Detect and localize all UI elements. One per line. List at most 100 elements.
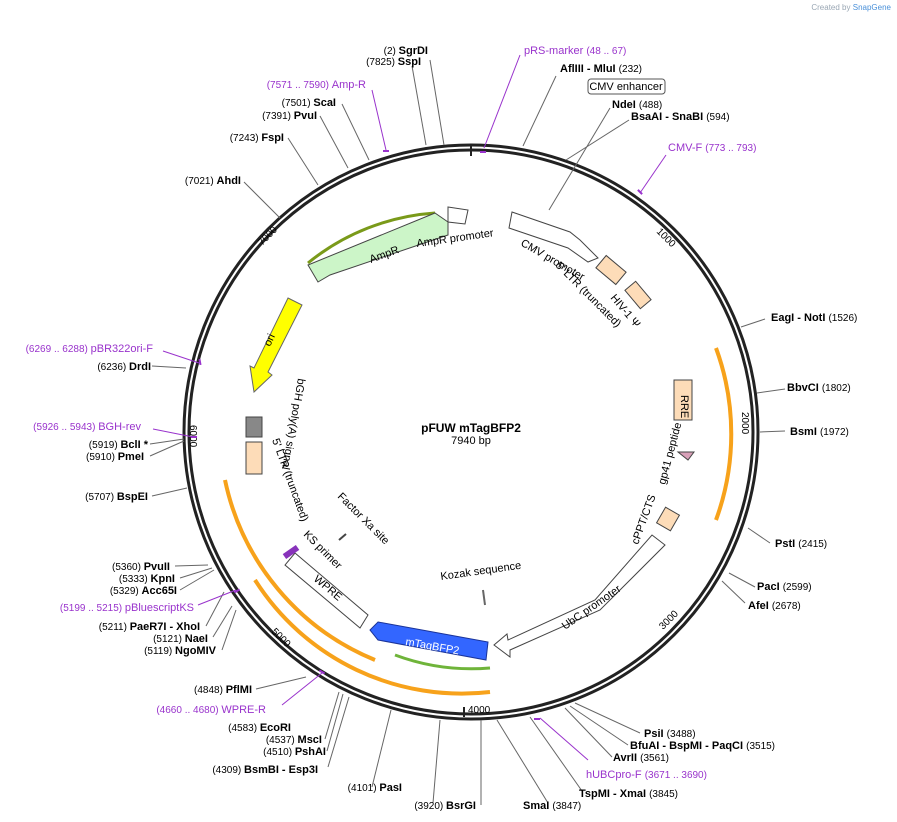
site-name: MscI (298, 734, 322, 746)
site-name: DrdI (129, 361, 151, 373)
primer-name: pBR322ori-F (91, 343, 154, 355)
site-name: BsmBI - Esp3I (244, 764, 318, 776)
primer-position: (5199 .. 5215) (60, 603, 125, 614)
site-label-bsmbi-esp3i: (4309) BsmBI - Esp3I (212, 764, 318, 776)
site-position: (7391) (262, 111, 294, 122)
primer-labels: pRS-marker (48 .. 67) CMV-F (773 .. 793) h… (26, 45, 757, 781)
rre-box (673, 379, 693, 421)
site-label-ndei: NdeI (488) (612, 99, 662, 111)
site-position: (1526) (828, 313, 857, 324)
site-name: ScaI (313, 97, 336, 109)
primer-position: (3671 .. 3690) (645, 770, 707, 781)
site-label-ngomiv: (5119) NgoMIV (144, 645, 217, 657)
site-name: PasI (379, 782, 402, 794)
site-name: FspI (261, 132, 284, 144)
site-name: BclI * (120, 439, 148, 451)
primer-position: (48 .. 67) (586, 46, 626, 57)
ori-arrow (249, 297, 303, 394)
site-position: (4848) (194, 685, 226, 696)
site-name: EcoRI (260, 722, 291, 734)
site-name: BfuAI - BspMI - PaqCI (630, 740, 746, 752)
primer-name: BGH-rev (98, 421, 141, 433)
label-bgh-polya: bGH poly(A) signal (279, 377, 307, 470)
site-label-eagi-noti: EagI - NotI (1526) (771, 312, 857, 324)
hiv-psi-box (624, 280, 652, 310)
site-label-afei: AfeI (2678) (748, 600, 801, 612)
site-position: (5121) (153, 634, 185, 645)
site-position: (5333) (119, 574, 151, 585)
primer-name: CMV-F (668, 142, 705, 154)
site-name: PaeR7I - XhoI (130, 621, 200, 633)
site-position: (488) (639, 100, 662, 111)
plasmid-name: pFUW mTagBFP2 (421, 421, 521, 435)
site-label-bcli: (5919) BclI * (89, 439, 149, 451)
site-label-bbvci: BbvCI (1802) (787, 382, 851, 394)
leader-lines (149, 59, 786, 805)
site-name: BspEI (117, 491, 148, 503)
bgh-polya-box (245, 416, 263, 438)
snapgene-credit: Created by SnapGene (811, 3, 891, 12)
site-name: EagI - NotI (771, 312, 828, 324)
site-label-drdi: (6236) DrdI (97, 361, 151, 373)
site-position: (2415) (798, 539, 827, 550)
ampr-promoter-arrow (447, 206, 469, 225)
site-position: (4309) (212, 765, 244, 776)
site-name: NgoMIV (175, 645, 217, 657)
site-name: BbvCI (787, 382, 822, 394)
primer-name: pRS-marker (524, 45, 586, 57)
site-label-psti: PstI (2415) (775, 538, 827, 550)
primer-name: Amp-R (332, 79, 366, 91)
primer-name: WPRE-R (221, 704, 266, 716)
rre-region-arc (714, 347, 734, 521)
site-position: (2678) (772, 601, 801, 612)
primer-position: (5926 .. 5943) (33, 422, 98, 433)
label-ubc: UbC promoter (560, 583, 624, 633)
label-factor-xa: Factor Xa site (335, 491, 391, 547)
bfp-green-arc (394, 653, 491, 671)
site-position: (4510) (263, 747, 295, 758)
ks-primer-box (282, 544, 300, 560)
site-label-avrii: AvrII (3561) (613, 752, 669, 764)
primer-marks (191, 151, 643, 720)
site-label-ahdi: (7021) AhdI (185, 175, 241, 187)
primer-label-hubcpro-f: hUBCpro-F (3671 .. 3690) (586, 769, 707, 781)
site-name: TspMI - XmaI (579, 788, 649, 800)
site-position: (1972) (820, 427, 849, 438)
site-label-tspmi-xmai: TspMI - XmaI (3845) (579, 788, 678, 800)
cmv-promoter-arrow (508, 211, 599, 263)
site-position: (3561) (640, 753, 669, 764)
site-label-acc65i: (5329) Acc65I (110, 585, 177, 597)
site-name: PshAI (295, 746, 326, 758)
primer-label-pbluescriptks: (5199 .. 5215) pBluescriptKS (60, 602, 194, 614)
wpre-region-arc-1 (223, 479, 376, 662)
site-position: (7021) (185, 176, 217, 187)
site-position: (4537) (266, 735, 298, 746)
primer-position: (6269 .. 6288) (26, 344, 91, 355)
site-label-fspi: (7243) FspI (230, 132, 284, 144)
site-label-pshai: (4510) PshAI (263, 746, 326, 758)
ltr5-top-box (595, 254, 627, 286)
site-position: (4583) (228, 723, 260, 734)
site-position: (5119) (144, 646, 175, 657)
site-label-sspi: (7825) SspI (366, 56, 421, 68)
kozak-mark (482, 589, 486, 606)
primer-label-amp-r: (7571 .. 7590) Amp-R (267, 79, 366, 91)
site-label-ecori: (4583) EcoRI (228, 722, 291, 734)
site-label-pvui: (7391) PvuI (262, 110, 317, 122)
site-label-bspei: (5707) BspEI (85, 491, 148, 503)
primer-label-bgh-rev: (5926 .. 5943) BGH-rev (33, 421, 141, 433)
site-label-paer7i-xhoi: (5211) PaeR7I - XhoI (99, 621, 200, 633)
primer-position: (4660 .. 4680) (156, 705, 221, 716)
cmv-enhancer-box (587, 78, 666, 95)
site-position: (3920) (414, 801, 446, 812)
tick-4000: 4000 (468, 705, 491, 716)
plasmid-length: 7940 bp (451, 435, 491, 447)
site-label-bsrgi: (3920) BsrGI (414, 800, 476, 812)
primer-label-cmv-f: CMV-F (773 .. 793) (668, 142, 756, 154)
primer-label-wpre-r: (4660 .. 4680) WPRE-R (156, 704, 266, 716)
site-position: (3515) (746, 741, 775, 752)
site-position: (7501) (282, 98, 314, 109)
cppt-box (655, 506, 681, 532)
mtagbfp2-arrow (369, 621, 489, 661)
site-position: (3847) (552, 801, 581, 812)
